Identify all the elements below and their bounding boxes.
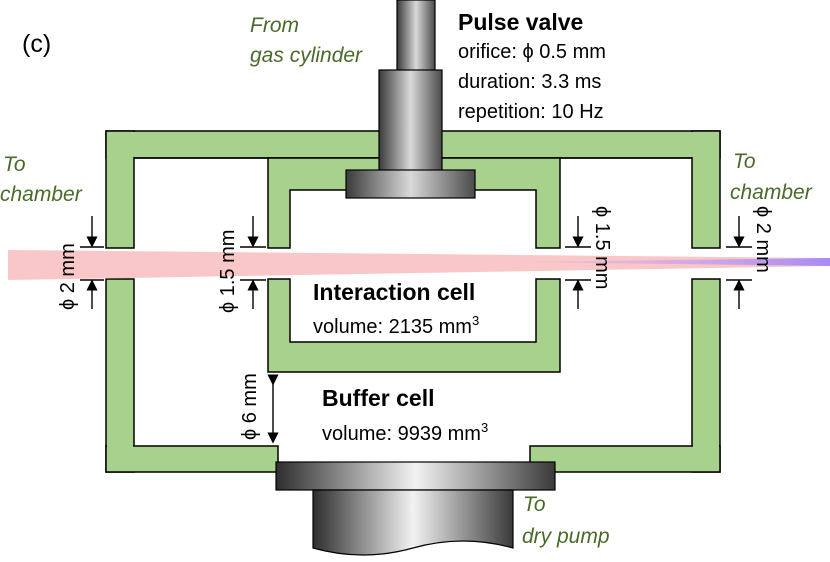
buffer-cell-volume-sup: 3 [481,420,488,435]
pulse-valve-title: Pulse valve [458,9,583,35]
pump-line2: dry pump [522,525,610,548]
interaction-cell-wall [267,157,561,373]
aperture-outer-left: ϕ 2 mm [57,243,79,310]
laser-beam [8,250,830,280]
buffer-cell-wall [105,130,721,473]
gas-source-label-2: gas cylinder [250,44,363,67]
panel-label: (c) [22,30,51,58]
aperture-arrows [80,216,752,444]
interaction-cell-volume-text: volume: 2135 mm [313,316,472,338]
interaction-cell-title: Interaction cell [313,279,475,305]
right-outlet-line1: To [733,150,756,173]
gas-source-label: From [250,14,299,37]
interaction-cell-volume-sup: 3 [472,313,479,328]
buffer-cell-volume: volume: 9939 mm3 [322,420,488,445]
right-outlet-line2: chamber [730,181,813,204]
buffer-cell-title: Buffer cell [322,385,434,411]
left-outlet-line2: chamber [0,183,83,206]
buffer-gap-label: ϕ 6 mm [239,373,261,440]
dry-pump-port [275,461,556,556]
pulse-valve-orifice: orifice: ϕ 0.5 mm [458,41,606,63]
aperture-outer-right: ϕ 2 mm [752,206,774,273]
pulse-valve-repetition: repetition: 10 Hz [458,101,604,123]
aperture-inner-right: ϕ 1.5 mm [591,206,613,289]
interaction-cell-volume: volume: 2135 mm3 [313,313,479,338]
buffer-cell-volume-text: volume: 9939 mm [322,423,481,445]
left-outlet-line1: To [3,153,26,176]
pump-line1: To [523,493,546,516]
pulse-valve [345,0,476,199]
aperture-inner-left: ϕ 1.5 mm [217,230,239,313]
pulse-valve-duration: duration: 3.3 ms [458,71,601,93]
